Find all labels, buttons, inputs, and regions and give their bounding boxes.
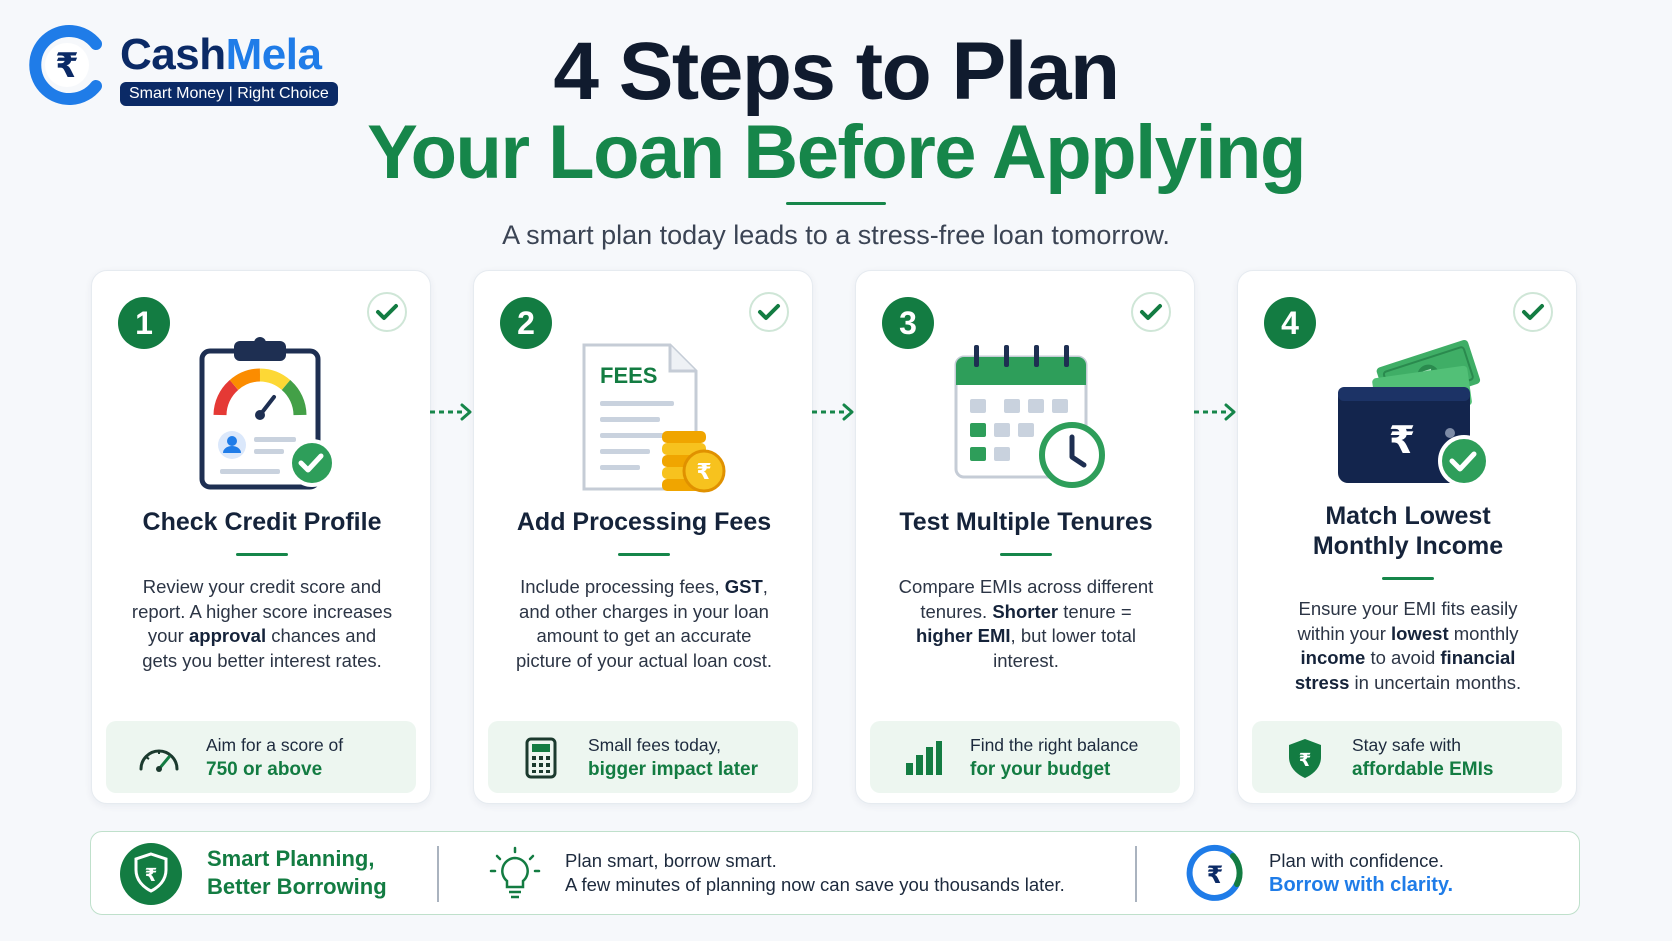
calculator-icon <box>525 737 557 779</box>
step-tip-box: Find the right balance for your budget <box>870 721 1180 793</box>
step-description: Review your credit score and report. A h… <box>131 576 393 671</box>
step-description: Include processing fees, GST, and other … <box>515 576 773 671</box>
tip-highlight: bigger impact later <box>588 759 758 780</box>
svg-text:₹: ₹ <box>145 865 158 886</box>
banner-heading-line2: Better Borrowing <box>207 874 387 899</box>
step-number-badge: 3 <box>882 297 934 349</box>
shield-rupee-icon: ₹ <box>120 843 182 905</box>
tip-highlight: for your budget <box>970 759 1111 780</box>
tip-highlight: 750 or above <box>206 759 323 780</box>
brand-tagline: Smart Money | Right Choice <box>120 82 338 106</box>
step-description: Compare EMIs across different tenures. S… <box>898 576 1154 671</box>
fees-document-coins-icon: FEES ₹ <box>582 343 726 493</box>
banner-cta-line2: Borrow with clarity. <box>1269 874 1454 896</box>
step-divider <box>1382 577 1434 580</box>
check-circle-icon <box>749 292 789 332</box>
rupee-logo-icon: ₹ <box>29 25 102 105</box>
check-circle-icon <box>367 292 407 332</box>
svg-text:₹: ₹ <box>1207 861 1224 889</box>
arrow-right-icon <box>812 403 854 421</box>
rupee-shield-icon: ₹ <box>1289 739 1321 778</box>
step-divider <box>618 553 670 556</box>
page-title-line1: 4 Steps to Plan <box>553 26 1120 117</box>
lightbulb-icon <box>489 846 541 899</box>
arrow-right-icon <box>1194 403 1236 421</box>
brand-logo[interactable]: ₹ CashMela Smart Money | Right Choice <box>26 22 356 112</box>
title-divider <box>786 202 886 205</box>
brand-name: CashMela <box>120 30 322 79</box>
step-card-1: 1 Check Credit Profile Review your credi… <box>91 270 431 804</box>
tip-text: Small fees today, <box>588 735 721 755</box>
page-subtitle: A smart plan today leads to a stress-fre… <box>502 220 1170 250</box>
step-title: Add Processing Fees <box>516 508 772 536</box>
credit-report-clipboard-icon <box>199 337 336 490</box>
step-card-3: 3 Test Multiple Tenures Compare EMIs acr… <box>855 270 1195 804</box>
arrow-right-icon <box>430 403 472 421</box>
tip-text: Aim for a score of <box>206 735 344 755</box>
step-divider <box>236 553 288 556</box>
tip-highlight: affordable EMIs <box>1352 759 1494 780</box>
step-divider <box>1000 553 1052 556</box>
step-number-badge: 1 <box>118 297 170 349</box>
banner-message-line1: Plan smart, borrow smart. <box>565 850 777 871</box>
step-card-2: 2 FEES ₹ Add Processing Fees Include pro… <box>473 270 813 804</box>
step-number-badge: 2 <box>500 297 552 349</box>
speedometer-icon <box>139 749 179 772</box>
page-title-line2: Your Loan Before Applying <box>367 110 1306 195</box>
rupee-circle-icon: ₹ <box>1186 844 1243 901</box>
step-title: Check Credit Profile <box>142 508 382 536</box>
fees-label: FEES <box>600 363 657 388</box>
check-circle-icon <box>1131 292 1171 332</box>
svg-text:₹: ₹ <box>1389 418 1415 462</box>
banner-cta-line1: Plan with confidence. <box>1269 850 1444 871</box>
banner-heading-line1: Smart Planning, <box>207 846 375 871</box>
bar-chart-icon <box>906 741 942 775</box>
step-description: Ensure your EMI fits easily within your … <box>1294 598 1522 693</box>
step-number-badge: 4 <box>1264 297 1316 349</box>
step-tip-box: ₹ Stay safe with affordable EMIs <box>1252 721 1562 793</box>
calendar-clock-icon <box>954 345 1105 488</box>
svg-text:₹: ₹ <box>696 460 711 485</box>
step-title: Test Multiple Tenures <box>899 508 1153 536</box>
bottom-banner: ₹ Smart Planning, Better Borrowing Plan … <box>90 831 1580 915</box>
wallet-cash-icon: ₹ ₹ <box>1338 339 1490 487</box>
svg-text:₹: ₹ <box>55 46 79 86</box>
banner-divider <box>437 846 439 902</box>
check-circle-icon <box>1513 292 1553 332</box>
svg-text:₹: ₹ <box>1299 750 1312 771</box>
step-tip-box: Aim for a score of 750 or above <box>106 721 416 793</box>
step-tip-box: Small fees today, bigger impact later <box>488 721 798 793</box>
tip-text: Stay safe with <box>1352 735 1461 755</box>
banner-divider <box>1135 846 1137 902</box>
tip-text: Find the right balance <box>970 735 1139 755</box>
banner-message-line2: A few minutes of planning now can save y… <box>565 874 1065 895</box>
